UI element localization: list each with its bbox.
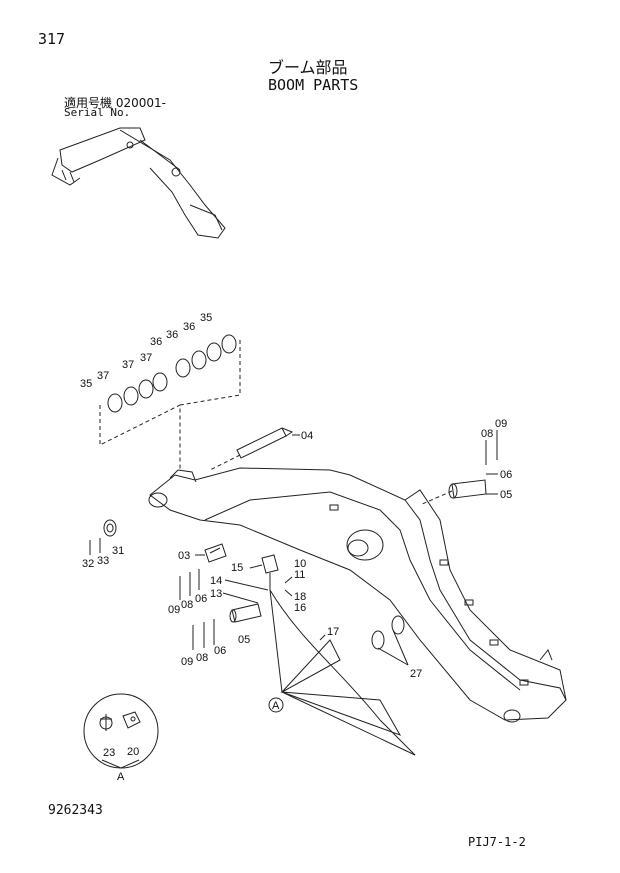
callout-36: 36 [166, 329, 178, 341]
callout-09: 09 [181, 656, 193, 668]
callout-08: 08 [481, 428, 493, 440]
callout-36: 36 [150, 336, 162, 348]
callout-20: 20 [127, 746, 139, 758]
serial-label-english: Serial No. [64, 106, 131, 119]
callout-05: 05 [500, 489, 512, 501]
callout-17: 17 [327, 626, 339, 638]
pin-05-right [419, 479, 487, 506]
callout-04: 04 [301, 430, 313, 442]
callout-03: 03 [178, 550, 190, 562]
excavator-thumbnail [51, 127, 226, 239]
callout-33: 33 [97, 555, 109, 567]
callout-36: 36 [183, 321, 195, 333]
callout-a: A [117, 771, 125, 783]
callout-35: 35 [200, 312, 212, 324]
callout-09: 09 [495, 418, 507, 430]
sheet-reference: PIJ7-1-2 [468, 835, 526, 849]
callout-37: 37 [140, 352, 152, 364]
callout-11: 11 [294, 569, 305, 581]
pin-group-left [89, 519, 117, 555]
leader-lines [101, 430, 498, 769]
serial-label-japanese: 適用号機 020001- [64, 96, 166, 110]
boom-body [148, 467, 567, 723]
callout-08: 08 [196, 652, 208, 664]
callout-23: 23 [103, 747, 115, 759]
callout-a: A [272, 700, 280, 712]
callout-14: 14 [210, 575, 222, 587]
callout-37: 37 [97, 370, 109, 382]
callouts: 35 36 36 36 37 37 37 35 04 08 09 06 05 3… [80, 312, 512, 783]
bushing-and-bracket [179, 543, 279, 650]
callout-06: 06 [500, 469, 512, 481]
callout-13: 13 [210, 588, 222, 600]
callout-10: 10 [294, 558, 306, 570]
page-number: 317 [38, 30, 66, 48]
title-japanese: ブーム部品 [268, 58, 348, 77]
callout-06: 06 [214, 645, 226, 657]
callout-15: 15 [231, 562, 243, 574]
callout-35: 35 [80, 378, 92, 390]
callout-18: 18 [294, 591, 306, 603]
callout-05: 05 [238, 634, 250, 646]
callout-32: 32 [82, 558, 94, 570]
callout-09: 09 [168, 604, 180, 616]
pin-04 [209, 427, 294, 471]
document-number: 9262343 [48, 803, 103, 818]
callout-37: 37 [122, 359, 134, 371]
callout-08: 08 [181, 599, 193, 611]
washer-stack [99, 334, 241, 470]
callout-27: 27 [410, 668, 422, 680]
callout-31: 31 [112, 545, 124, 557]
hose-17 [269, 589, 416, 756]
callout-16: 16 [294, 602, 306, 614]
title-english: BOOM PARTS [268, 76, 359, 94]
callout-06: 06 [195, 593, 207, 605]
